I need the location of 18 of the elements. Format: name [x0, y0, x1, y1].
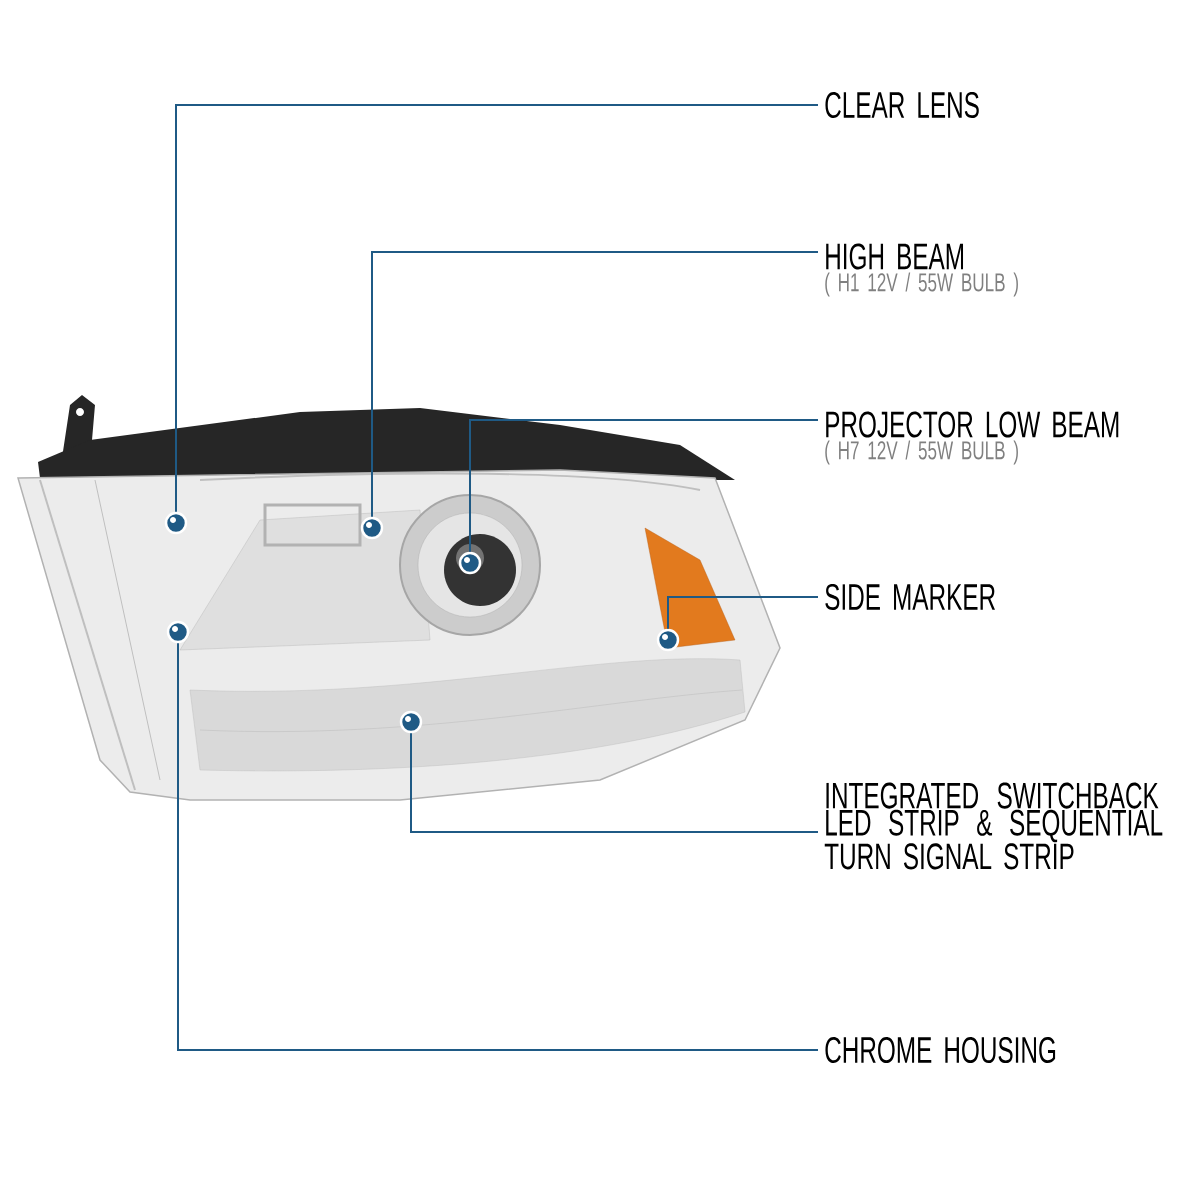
callout-label: CLEAR LENS	[825, 91, 979, 119]
callout-dot	[656, 628, 680, 652]
callout-label: CHROME HOUSING	[825, 1036, 1056, 1064]
callout-dot	[166, 620, 190, 644]
callout-dot	[399, 710, 423, 734]
leader-line	[371, 251, 819, 518]
callout-label: SIDE MARKER	[825, 583, 995, 611]
callout-dot	[360, 516, 384, 540]
leader-line	[410, 732, 819, 833]
leader-line	[469, 419, 819, 553]
leader-line	[175, 104, 819, 513]
callout-dot	[458, 551, 482, 575]
callout-label: PROJECTOR LOW BEAM ( H7 12V / 55W BULB )	[825, 411, 1119, 465]
leader-line	[667, 596, 819, 630]
callout-label: HIGH BEAM ( H1 12V / 55W BULB )	[825, 243, 1018, 297]
callout-dot	[164, 511, 188, 535]
leader-line	[177, 642, 819, 1051]
callout-label: INTEGRATED SWITCHBACK LED STRIP & SEQUENTIAL TURN SIGNAL STRIP	[824, 782, 1163, 870]
